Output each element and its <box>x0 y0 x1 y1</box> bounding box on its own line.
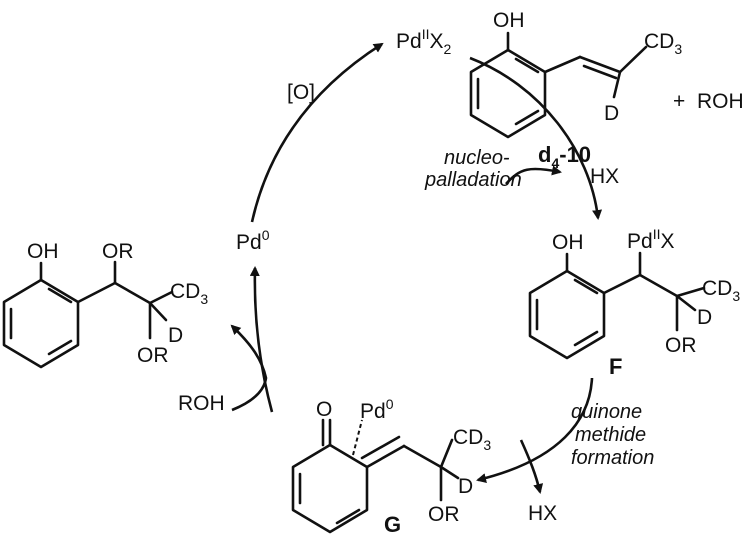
product-diether: OH OR CD3 D OR <box>2 240 208 369</box>
cd3-label: CD3 <box>453 426 491 453</box>
compound-label-F: F <box>609 354 622 379</box>
hx-release-arrow-top <box>505 165 562 185</box>
roh-reagent-right: ROH <box>697 90 744 113</box>
pd0-coord-label: Pd0 <box>360 396 394 423</box>
oh-label: OH <box>27 240 59 263</box>
cycle-arrow-quinone-methide <box>476 377 594 483</box>
compound-label-G: G <box>384 512 401 537</box>
step-label-formation: formation <box>571 447 654 469</box>
carbonyl-o-label: O <box>316 398 332 421</box>
deuterium-label: D <box>458 475 473 498</box>
oh-label: OH <box>552 231 584 254</box>
alkene-bond <box>578 55 622 74</box>
or-bottom-label: OR <box>137 344 169 367</box>
vinyl-bond <box>543 55 582 74</box>
deuterium-label: D <box>604 102 619 125</box>
oxidant-label: [O] <box>287 81 315 104</box>
intermediate-F: OH PdIIX CD3 D OR F <box>528 226 740 379</box>
pd2x2-label: PdIIX2 <box>396 26 451 57</box>
pd2x-label: PdIIX <box>627 226 674 253</box>
cycle-arrow-nucleopalladation <box>469 56 603 220</box>
benzene-ring <box>2 278 80 369</box>
cd3-label: CD3 <box>702 277 740 304</box>
quinone-methide-G: O Pd0 CD3 D OR G <box>291 396 491 537</box>
hx-bottom-label: HX <box>528 502 557 525</box>
or-label: OR <box>665 334 697 357</box>
hx-release-arrow-bottom <box>519 439 544 494</box>
plus-sign: + <box>673 90 685 113</box>
cd3-label: CD3 <box>170 280 208 307</box>
or-top-label: OR <box>102 240 134 263</box>
cyclohexadienone-ring <box>291 443 369 534</box>
roh-addition-arrow <box>230 324 268 412</box>
compound-label-d4-10: d4-10 <box>538 142 591 171</box>
step-label-methide: methide <box>575 424 646 446</box>
roh-reagent-left: ROH <box>178 392 225 415</box>
starting-material-d4-10: OH CD3 D d4-10 <box>469 9 682 171</box>
step-label-quinone: quinone <box>571 401 642 423</box>
pd-coordination-bond <box>352 419 363 456</box>
benzene-ring <box>528 269 606 360</box>
deuterium-label: D <box>697 306 712 329</box>
cycle-arrow-pd-release <box>249 266 274 413</box>
step-label-nucleo: nucleo- <box>444 147 510 169</box>
step-label-palladation: palladation <box>424 169 522 191</box>
or-label: OR <box>428 503 460 526</box>
cycle-arrow-oxidation <box>250 42 384 223</box>
pd0-label: Pd0 <box>236 227 270 254</box>
oh-label: OH <box>493 9 525 32</box>
hx-top-label: HX <box>590 165 619 188</box>
deuterium-label: D <box>168 324 183 347</box>
cd3-label: CD3 <box>644 30 682 57</box>
